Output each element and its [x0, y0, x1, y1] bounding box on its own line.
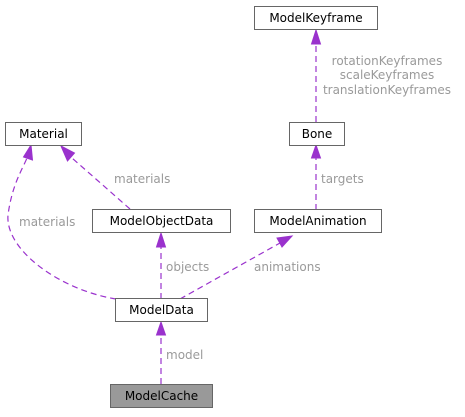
node-bone[interactable]: Bone [289, 122, 345, 146]
node-label: ModelCache [125, 389, 198, 403]
edge-label-targets: targets [321, 172, 364, 186]
node-label: ModelKeyframe [269, 11, 362, 25]
edge-label-objects: objects [166, 260, 209, 274]
node-label: ModelAnimation [269, 214, 366, 228]
edge-bone-keyframes [310, 28, 322, 122]
node-label: ModelData [129, 303, 194, 317]
node-model-keyframe[interactable]: ModelKeyframe [254, 6, 378, 30]
node-model-object-data[interactable]: ModelObjectData [92, 209, 231, 233]
edge-label-translation-keyframes: translationKeyframes [323, 83, 451, 97]
node-label: Bone [302, 127, 333, 141]
node-label: Material [19, 127, 68, 141]
node-label: ModelObjectData [110, 214, 214, 228]
edge-objectdata-materials [59, 144, 131, 210]
edge-modeldata-objects [155, 231, 167, 299]
node-model-data[interactable]: ModelData [115, 298, 208, 322]
node-model-cache[interactable]: ModelCache [110, 384, 213, 408]
edge-label-rotation-keyframes: rotationKeyframes [332, 54, 443, 68]
edge-modeldata-materials [7, 143, 117, 300]
node-model-animation[interactable]: ModelAnimation [254, 209, 382, 233]
edge-animation-targets [310, 143, 322, 210]
edge-label-animations: animations [254, 260, 321, 274]
edge-cache-model [155, 320, 167, 384]
node-material[interactable]: Material [5, 122, 82, 146]
edge-label-materials-modeldata: materials [19, 215, 75, 229]
edge-label-model: model [166, 348, 203, 362]
edge-label-materials-objectdata: materials [114, 172, 170, 186]
edge-label-scale-keyframes: scaleKeyframes [340, 68, 435, 82]
edge-modeldata-animations [179, 235, 294, 300]
